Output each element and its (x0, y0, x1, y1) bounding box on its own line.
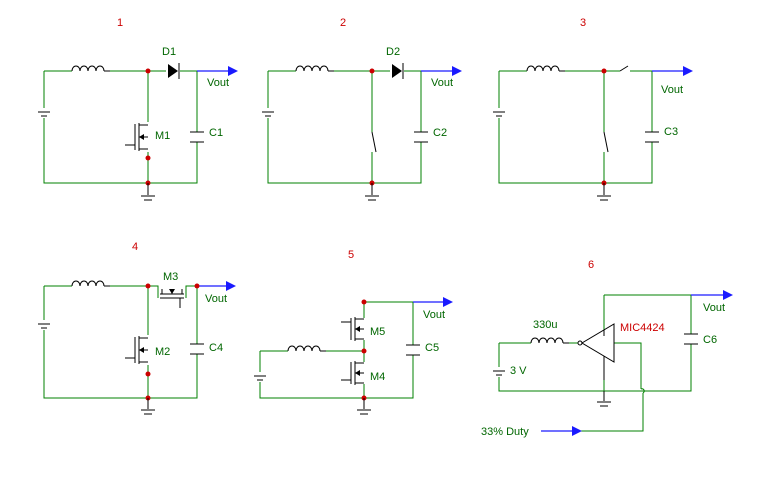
inductor-3 (526, 65, 560, 72)
vout-label-4: Vout (205, 293, 227, 305)
capacitor-c2-label: C2 (433, 127, 447, 139)
diode-d1-label: D1 (162, 46, 176, 58)
battery-1 (38, 111, 50, 117)
circuit-5-number: 5 (348, 249, 354, 261)
mosfet-m4 (341, 361, 364, 385)
inductor-1 (71, 65, 105, 72)
vout-arrow-2 (421, 66, 462, 76)
capacitor-c4-label: C4 (209, 342, 223, 354)
mosfet-m1 (125, 123, 148, 151)
diode-d1 (168, 63, 180, 79)
capacitor-c5 (406, 344, 420, 356)
circuit-6-number: 6 (588, 259, 594, 271)
duty-input-label: 33% Duty (481, 426, 529, 438)
circuit-3-number: 3 (580, 17, 586, 29)
ground-2 (365, 183, 379, 201)
inductor-5 (287, 345, 321, 352)
battery-6 (493, 370, 505, 376)
diode-d2 (392, 63, 404, 79)
vout-arrow-6 (691, 290, 733, 300)
ground-4 (141, 398, 155, 415)
vout-label-2: Vout (431, 77, 453, 89)
diode-d2-label: D2 (386, 46, 400, 58)
switch-3b (603, 131, 609, 153)
capacitor-c1-label: C1 (209, 127, 223, 139)
capacitor-c6-label: C6 (703, 334, 717, 346)
ground-1 (141, 183, 155, 201)
inductor-2 (295, 65, 329, 72)
mosfet-m4-label: M4 (370, 371, 385, 383)
capacitor-c4 (190, 343, 204, 355)
capacitor-c2 (414, 131, 428, 143)
capacitor-c5-label: C5 (425, 342, 439, 354)
circuit-3: 3 Vout C3 (493, 17, 693, 201)
battery-2 (262, 111, 274, 117)
capacitor-c3-label: C3 (664, 126, 678, 138)
duty-input-arrow (541, 426, 582, 436)
vout-label-3: Vout (661, 84, 683, 96)
mosfet-m2 (125, 336, 148, 364)
battery-5 (254, 375, 266, 381)
vout-arrow-4 (197, 281, 236, 291)
vout-label-6: Vout (703, 302, 725, 314)
mosfet-m5-label: M5 (370, 326, 385, 338)
vout-label-5: Vout (423, 309, 445, 321)
vout-arrow-5 (413, 297, 453, 307)
circuit-4: 4 M3 Vout (38, 241, 236, 415)
mosfet-m3 (160, 289, 184, 308)
battery-4 (38, 323, 50, 329)
capacitor-c1 (190, 131, 204, 143)
source-label-6: 3 V (510, 365, 527, 377)
switch-3a (619, 65, 629, 72)
inductor-6 (530, 337, 564, 344)
circuit-1: 1 D1 Vout M1 (38, 17, 238, 201)
ground-6 (597, 391, 611, 407)
circuit-2-number: 2 (340, 17, 346, 29)
mosfet-m1-label: M1 (155, 130, 170, 142)
driver-buffer (577, 323, 615, 380)
inductor-value-label: 330u (533, 319, 557, 331)
mosfet-m3-label: M3 (163, 271, 178, 283)
circuit-2: 2 D2 Vout C2 (262, 17, 462, 201)
circuit-1-number: 1 (117, 17, 123, 29)
inductor-4 (71, 280, 105, 287)
vout-arrow-1 (197, 66, 238, 76)
battery-3 (493, 111, 505, 117)
circuit-5: 5 M5 M4 (254, 249, 453, 415)
circuit-6: 6 3 V 330u MIC4424 Vout C6 (481, 259, 733, 438)
mosfet-m5 (341, 317, 364, 341)
mosfet-m2-label: M2 (155, 346, 170, 358)
capacitor-c6 (684, 333, 698, 345)
ground-3 (597, 183, 611, 201)
vout-label-1: Vout (207, 77, 229, 89)
vout-arrow-3 (652, 66, 693, 76)
circuit-4-number: 4 (132, 241, 138, 253)
switch-2 (371, 131, 377, 153)
capacitor-c3 (645, 131, 659, 143)
driver-label: MIC4424 (620, 322, 665, 334)
ground-5 (357, 398, 371, 415)
